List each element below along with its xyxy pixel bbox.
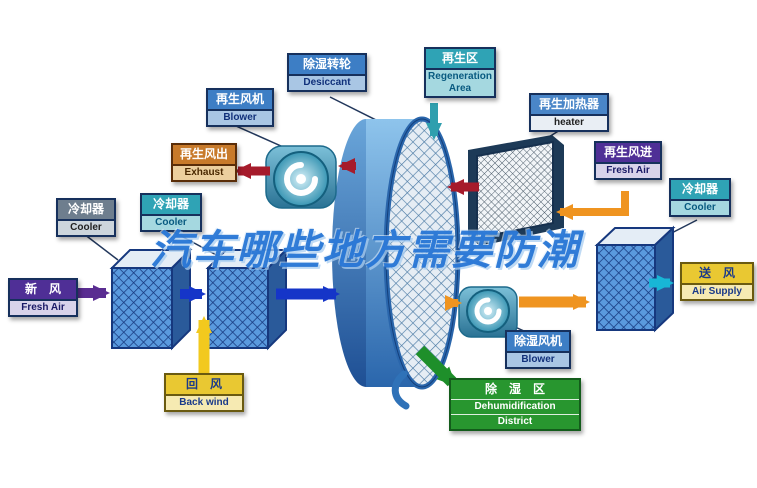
desiccant-wheel: [332, 116, 461, 410]
label-fresh-air-in: 新 风 Fresh Air: [8, 278, 78, 317]
label-dehum-blower-zh: 除湿风机: [507, 332, 569, 351]
watermark-text: 汽车哪些地方需要防潮: [150, 227, 580, 273]
label-desiccant: 除湿转轮 Desiccant: [287, 53, 367, 92]
label-regeneration-area-en: Regeneration Area: [426, 68, 494, 96]
label-air-supply-en: Air Supply: [682, 283, 752, 299]
label-dehum-district-en1: Dehumidification: [451, 399, 579, 414]
label-regen-heater-zh: 再生加热器: [531, 95, 607, 114]
label-cooler-far-left: 冷却器 Cooler: [56, 198, 116, 237]
flow-arrows: [78, 103, 674, 387]
label-dehum-district-en2: District: [451, 414, 579, 429]
label-regeneration-area: 再生区 Regeneration Area: [424, 47, 496, 98]
label-back-wind-en: Back wind: [166, 394, 242, 410]
label-regeneration-area-zh: 再生区: [426, 49, 494, 68]
dehumidification-district-arrow: [415, 345, 457, 387]
cooler-box-left-2: [205, 247, 289, 351]
label-cooler-far-left-en: Cooler: [58, 219, 114, 235]
cooler-box-right: [594, 225, 676, 333]
label-regen-blower-en: Blower: [208, 109, 272, 125]
label-desiccant-zh: 除湿转轮: [289, 55, 365, 74]
label-back-wind: 回 风 Back wind: [164, 373, 244, 412]
label-cooler-left-en: Cooler: [142, 214, 200, 230]
label-exhaust: 再生风出 Exhaust: [171, 143, 237, 182]
label-regen-fresh-air: 再生风进 Fresh Air: [594, 141, 662, 180]
wheel-mount-bracket: [391, 370, 410, 410]
label-desiccant-en: Desiccant: [289, 74, 365, 90]
label-cooler-left: 冷却器 Cooler: [140, 193, 202, 232]
label-regen-blower: 再生风机 Blower: [206, 88, 274, 127]
label-fresh-air-in-en: Fresh Air: [10, 299, 76, 315]
label-regen-fresh-air-zh: 再生风进: [596, 143, 660, 162]
label-cooler-right-zh: 冷却器: [671, 180, 729, 199]
label-back-wind-zh: 回 风: [166, 375, 242, 394]
label-dehum-district-zh: 除 湿 区: [451, 380, 579, 399]
label-cooler-right-en: Cooler: [671, 199, 729, 215]
regeneration-heater-block: [468, 135, 564, 246]
dehumidification-fan: [458, 286, 518, 338]
label-cooler-right: 冷却器 Cooler: [669, 178, 731, 217]
label-dehum-blower-en: Blower: [507, 351, 569, 367]
label-regen-heater: 再生加热器 heater: [529, 93, 609, 132]
label-regen-blower-zh: 再生风机: [208, 90, 272, 109]
label-air-supply-zh: 送 风: [682, 264, 752, 283]
label-cooler-far-left-zh: 冷却器: [58, 200, 114, 219]
label-exhaust-zh: 再生风出: [173, 145, 235, 164]
label-exhaust-en: Exhaust: [173, 164, 235, 180]
regen-fresh-air-arrow: [556, 191, 629, 220]
label-regen-heater-en: heater: [531, 114, 607, 130]
label-fresh-air-in-zh: 新 风: [10, 280, 76, 299]
regeneration-fan: [265, 145, 337, 209]
label-air-supply: 送 风 Air Supply: [680, 262, 754, 301]
label-dehum-district: 除 湿 区 Dehumidification District: [449, 378, 581, 431]
label-dehum-blower: 除湿风机 Blower: [505, 330, 571, 369]
label-regen-fresh-air-en: Fresh Air: [596, 162, 660, 178]
label-cooler-left-zh: 冷却器: [142, 195, 200, 214]
